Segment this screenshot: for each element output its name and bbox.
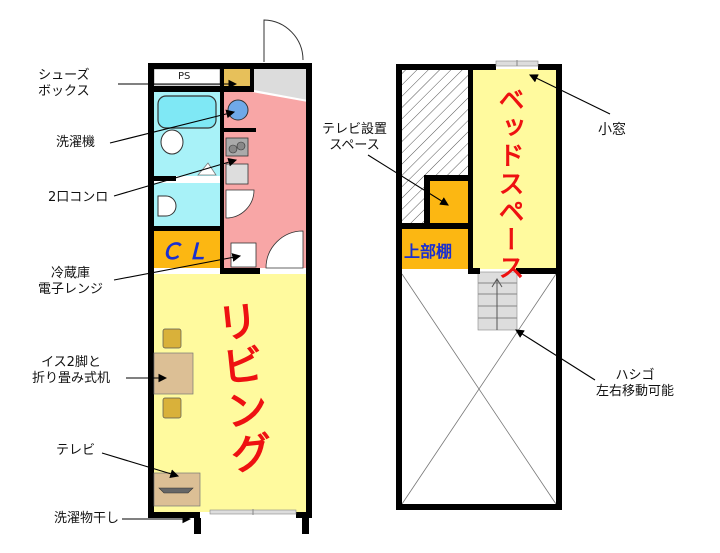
chair-top <box>162 328 182 349</box>
bed-space-label: ベッドスペース <box>494 86 524 282</box>
kitchen-sink <box>225 163 249 185</box>
entrance-door <box>263 19 304 62</box>
ps-label: PS <box>178 71 191 82</box>
closet-label: ＣＬ <box>160 240 213 265</box>
bed-space <box>472 69 556 269</box>
label-line: イス2脚と <box>41 355 101 370</box>
wash-basin <box>160 129 184 155</box>
tv-space <box>430 181 470 223</box>
walls <box>396 64 562 510</box>
label-line: スペース <box>329 138 380 153</box>
chair-bottom <box>162 397 182 419</box>
label-tv: テレビ <box>56 443 96 458</box>
right-floor-plan <box>367 60 611 510</box>
label-shoe-box: シューズ ボックス <box>38 68 90 100</box>
label-line: テレビ設置 <box>322 122 388 137</box>
label-fridge: 冷蔵庫 電子レンジ <box>38 266 103 298</box>
left-floor-plan <box>101 19 312 534</box>
label-tv-space: テレビ設置 スペース <box>322 122 387 154</box>
label-ladder: ハシゴ 左右移動可能 <box>596 368 674 400</box>
label-chairs-table: イス2脚と 折り畳み式机 <box>32 355 110 387</box>
label-line: ハシゴ <box>615 368 655 383</box>
label-line: 電子レンジ <box>38 282 104 297</box>
label-washing-machine: 洗濯機 <box>56 135 96 150</box>
toilet <box>157 195 177 217</box>
entrance-floor <box>254 69 308 100</box>
upper-shelf <box>402 229 468 269</box>
label-line: 左右移動可能 <box>596 384 675 399</box>
folding-table <box>153 352 194 395</box>
label-laundry-pole: 洗濯物干し <box>54 511 120 526</box>
label-small-window: 小窓 <box>598 122 626 138</box>
walls <box>148 63 312 534</box>
washing-machine <box>227 99 249 121</box>
ladder <box>477 271 518 331</box>
label-line: 折り畳み式机 <box>32 371 111 386</box>
label-line: シューズ <box>38 68 90 83</box>
label-line: 冷蔵庫 <box>51 266 91 281</box>
kitchen-floor <box>224 92 308 268</box>
label-stove: 2口コンロ <box>48 190 109 205</box>
upper-shelf-label: 上部棚 <box>404 242 453 261</box>
label-line: ボックス <box>38 84 90 99</box>
fridge <box>230 242 257 268</box>
